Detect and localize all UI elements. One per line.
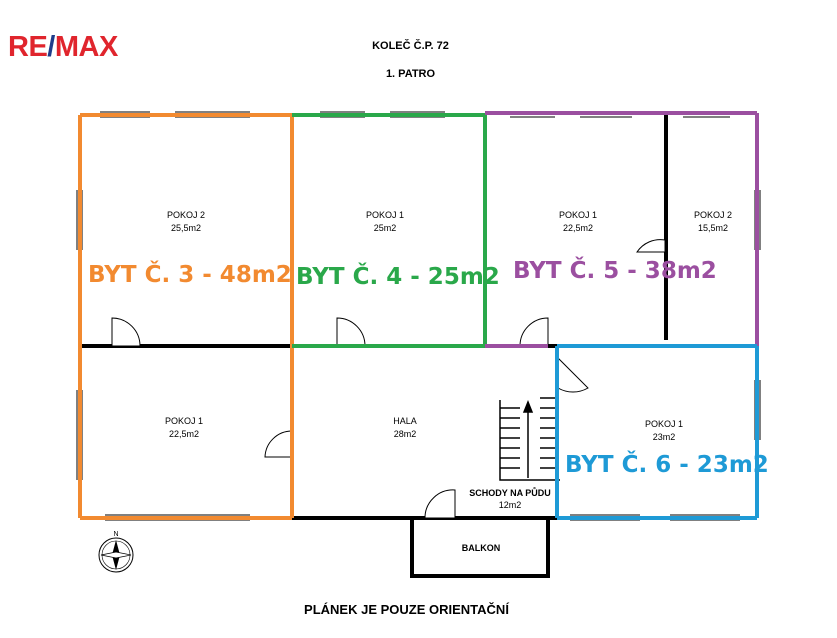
compass-north-label: N	[113, 531, 118, 538]
room-name-8: SCHODY NA PŮDU	[469, 487, 551, 498]
doors	[111, 239, 666, 519]
staircase	[499, 397, 560, 481]
unit-label-4: BYT Č. 4 - 25m2	[296, 262, 500, 290]
floor-label: 1. PATRO	[385, 68, 436, 80]
room-name-9: BALKON	[462, 543, 501, 553]
unit-outline-4	[292, 113, 487, 348]
room-name-7: POKOJ 1	[645, 419, 683, 429]
room-name-1: POKOJ 2	[167, 210, 205, 220]
unit-outline-5	[485, 111, 759, 348]
unit-outline-3	[78, 113, 294, 520]
room-name-6: HALA	[393, 416, 417, 426]
property-title: KOLEČ Č.P. 72	[372, 40, 449, 52]
room-name-4: POKOJ 2	[694, 210, 732, 220]
room-area-7: 23m2	[653, 432, 676, 442]
room-area-2: 25m2	[374, 223, 397, 233]
room-name-2: POKOJ 1	[366, 210, 404, 220]
remax-logo: RE/MAX	[8, 31, 118, 63]
unit-label-5: BYT Č. 5 - 38m2	[513, 256, 717, 284]
unit-label-6: BYT Č. 6 - 23m2	[565, 450, 769, 478]
room-name-5: POKOJ 1	[165, 416, 203, 426]
room-area-3: 22,5m2	[563, 223, 593, 233]
room-area-1: 25,5m2	[171, 223, 201, 233]
room-area-4: 15,5m2	[698, 223, 728, 233]
disclaimer-note: PLÁNEK JE POUZE ORIENTAČNÍ	[304, 602, 509, 617]
room-area-8: 12m2	[499, 500, 522, 510]
unit-label-3: BYT Č. 3 - 48m2	[88, 260, 292, 288]
room-area-6: 28m2	[394, 429, 417, 439]
compass-icon: N	[98, 531, 134, 573]
room-name-3: POKOJ 1	[559, 210, 597, 220]
room-area-5: 22,5m2	[169, 429, 199, 439]
unit-outline-6	[555, 344, 759, 520]
